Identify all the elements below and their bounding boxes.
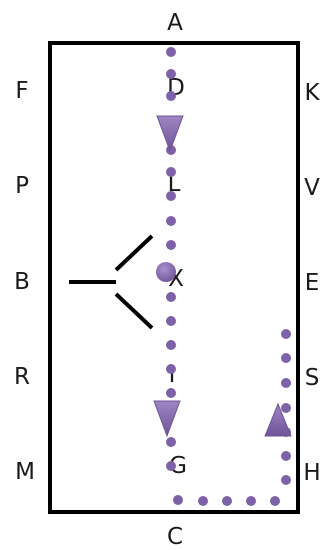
- letter-center-2: L: [168, 171, 181, 197]
- judge-marker: [69, 234, 154, 330]
- letter-right-5: H: [303, 460, 320, 486]
- letter-right-2: V: [304, 175, 320, 201]
- letter-right-3: E: [305, 270, 320, 296]
- letter-left-2: P: [15, 173, 29, 199]
- letter-center-5: G: [169, 453, 187, 479]
- arena-border: [48, 41, 300, 514]
- path-dots-centerline: [166, 47, 176, 471]
- direction-arrow-down-icon: [156, 115, 184, 153]
- letter-right-1: K: [304, 80, 320, 106]
- direction-arrow-down-icon: [153, 400, 181, 438]
- letter-left-4: R: [14, 364, 30, 390]
- halt-marker-icon: [156, 262, 176, 282]
- letter-center-4: I: [169, 362, 176, 388]
- letter-top: A: [167, 10, 183, 36]
- letter-left-5: M: [15, 459, 35, 485]
- letter-left-3: B: [14, 269, 30, 295]
- path-dots-bottom: [173, 495, 280, 506]
- letter-bottom: C: [167, 524, 183, 550]
- path-dots-right: [281, 329, 291, 485]
- letter-right-4: S: [305, 365, 320, 391]
- letter-left-1: F: [15, 78, 28, 104]
- direction-arrow-up-icon: [264, 402, 292, 437]
